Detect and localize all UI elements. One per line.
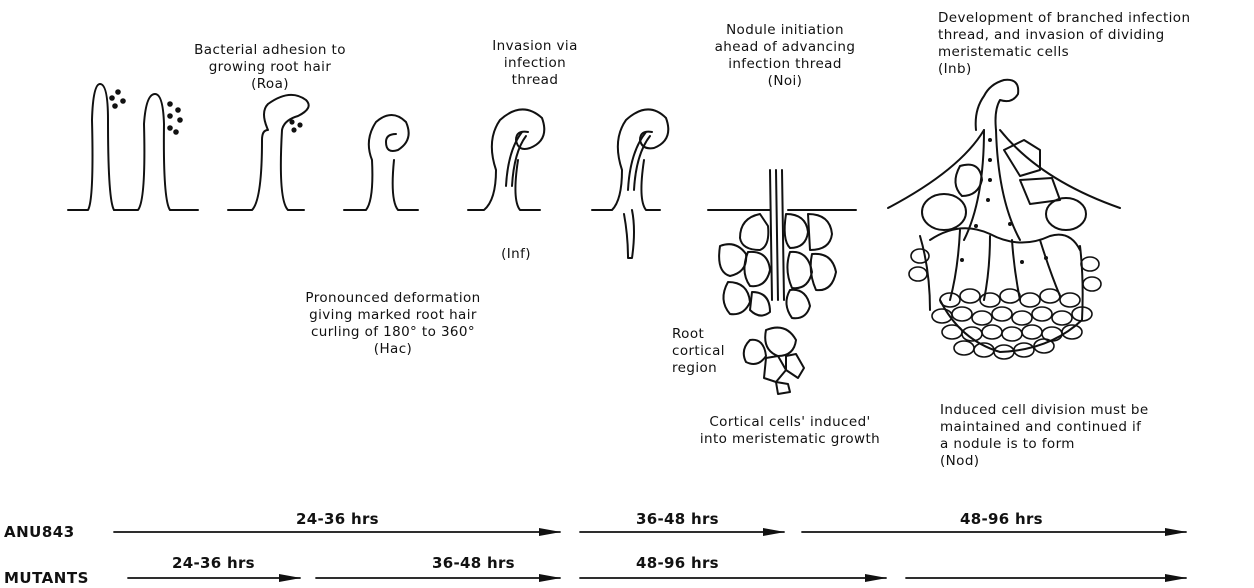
anu843-segment-1: 24-36 hrs (296, 510, 379, 528)
nod-label: Induced cell division must be maintained… (940, 402, 1240, 470)
nodule-cells (909, 249, 1101, 359)
root-hair-4 (344, 115, 418, 210)
anu843-segment-2: 36-48 hrs (636, 510, 719, 528)
bacteria-dots-1 (109, 89, 126, 109)
mutants-segment-1: 24-36 hrs (172, 554, 255, 572)
nodule (888, 80, 1120, 352)
root-hair-5 (468, 109, 544, 210)
mutants-segment-2: 36-48 hrs (432, 554, 515, 572)
root-hair-3 (228, 95, 309, 210)
bacteria-dots-2 (167, 101, 183, 135)
root-hair-6 (592, 109, 668, 258)
cortical-cells-label: Cortical cells' induced' into meristemat… (670, 414, 910, 448)
row-label-mutants: MUTANTS (4, 569, 89, 587)
root-hair-1 (68, 84, 114, 210)
anu843-segment-3: 48-96 hrs (960, 510, 1043, 528)
bacteria-dots-3 (289, 119, 302, 132)
root-hair-2 (114, 94, 198, 210)
invasion-label: Invasion via infection thread (460, 38, 610, 89)
noi-label: Nodule initiation ahead of advancing inf… (680, 22, 890, 90)
mutants-segment-3: 48-96 hrs (636, 554, 719, 572)
roa-label: Bacterial adhesion to growing root hair … (150, 42, 390, 93)
inf-label: (Inf) (486, 246, 546, 263)
row-label-anu843: ANU843 (4, 523, 75, 541)
hac-label: Pronounced deformation giving marked roo… (268, 290, 518, 358)
root-cortical-label: Root cortical region (672, 326, 742, 377)
inb-label: Development of branched infection thread… (938, 10, 1254, 78)
